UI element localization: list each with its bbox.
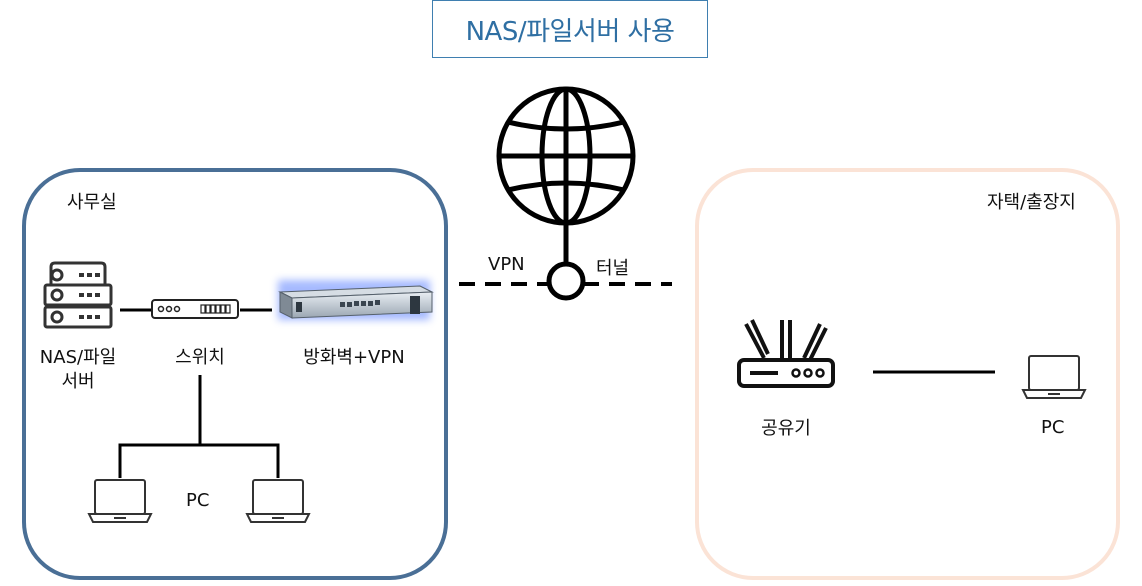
laptop-icon bbox=[87, 479, 153, 523]
router-label: 공유기 bbox=[761, 418, 811, 439]
switch-label: 스위치 bbox=[175, 347, 225, 368]
nas-label-line2: 서버 bbox=[61, 371, 95, 392]
office-pc-label: PC bbox=[186, 490, 210, 511]
router-icon bbox=[737, 319, 835, 388]
home-zone bbox=[695, 168, 1120, 580]
office-zone bbox=[22, 168, 448, 580]
switch-pc-link bbox=[118, 375, 202, 478]
vpn-label: VPN bbox=[488, 254, 525, 275]
firewall-label: 방화벽+VPN bbox=[303, 347, 405, 368]
switch-icon bbox=[151, 299, 239, 319]
nas-label-line1: NAS/파일 bbox=[39, 347, 117, 368]
laptop-icon bbox=[1021, 355, 1087, 399]
home-pc-label: PC bbox=[1041, 417, 1065, 438]
firewall-appliance-icon bbox=[278, 280, 434, 320]
laptop-icon bbox=[245, 479, 311, 523]
diagram-title: NAS/파일서버 사용 bbox=[432, 0, 708, 58]
office-zone-label: 사무실 bbox=[67, 192, 117, 213]
globe-icon bbox=[496, 86, 636, 301]
tunnel-label: 터널 bbox=[596, 258, 630, 279]
home-zone-label: 자택/출장지 bbox=[987, 192, 1076, 213]
nas-server-icon bbox=[43, 261, 113, 329]
switch-pc2-link bbox=[200, 443, 280, 478]
